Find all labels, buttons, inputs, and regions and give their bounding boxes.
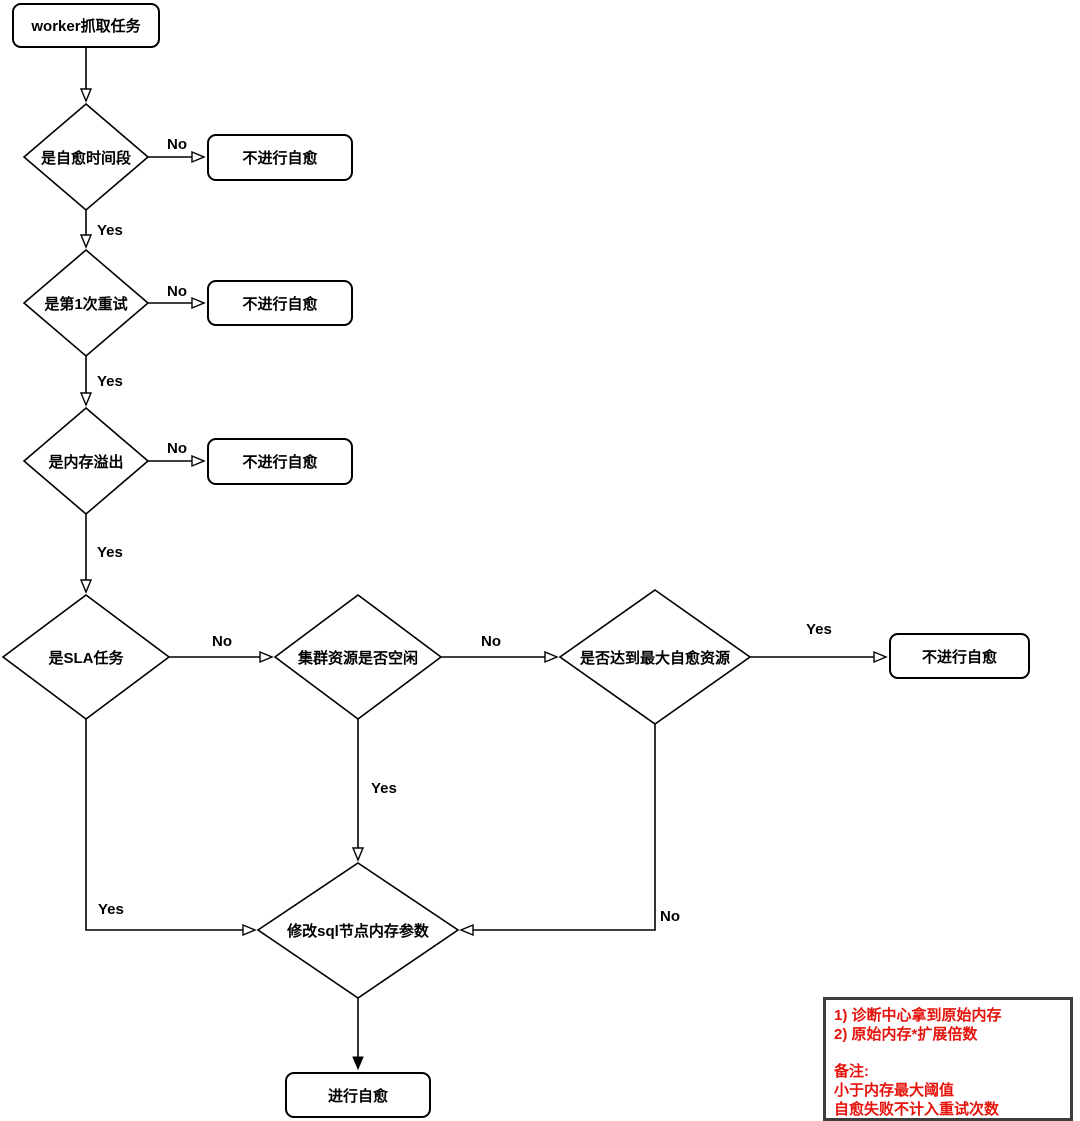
note-line-3: 备注: <box>834 1063 869 1080</box>
decision-shape-is-memory-overflow <box>22 406 150 516</box>
note-line-1: 1) 诊断中心拿到原始内存 <box>834 1007 1002 1024</box>
decision-shape-is-heal-window <box>22 102 150 212</box>
edge-label-no-5: No <box>481 633 501 650</box>
note-line-2: 2) 原始内存*扩展倍数 <box>834 1026 978 1043</box>
node-start: worker抓取任务 <box>12 3 160 48</box>
edge-label-no-4: No <box>212 633 232 650</box>
decision-shape-modify-sql-memory <box>256 862 460 999</box>
note-line-5: 自愈失败不计入重试次数 <box>834 1101 1000 1118</box>
edge-label-yes-6: Yes <box>98 901 124 918</box>
edge-label-yes-3: Yes <box>97 544 123 561</box>
decision-shape-is-first-retry <box>22 248 150 358</box>
note-line-4: 小于内存最大阈值 <box>834 1082 955 1099</box>
edge-sla-yes <box>85 719 254 930</box>
node-do-heal: 进行自愈 <box>285 1072 431 1118</box>
edge-label-yes-5: Yes <box>371 780 397 797</box>
node-no-heal-1: 不进行自愈 <box>207 134 353 181</box>
decision-shape-is-sla-task <box>1 594 171 720</box>
edge-label-no-6: No <box>660 908 680 925</box>
edge-label-yes-1: Yes <box>97 222 123 239</box>
edge-label-yes-4: Yes <box>806 621 832 638</box>
decision-shape-reached-max-heal-resource <box>558 589 752 725</box>
decision-shape-is-cluster-idle <box>273 594 443 720</box>
edge-label-no-2: No <box>167 283 187 300</box>
edge-label-no-3: No <box>167 440 187 457</box>
node-no-heal-2: 不进行自愈 <box>207 280 353 326</box>
edge-label-no-1: No <box>167 136 187 153</box>
edge-max-resource-no <box>462 724 656 930</box>
node-no-heal-3: 不进行自愈 <box>207 438 353 485</box>
note-box: 1) 诊断中心拿到原始内存 2) 原始内存*扩展倍数 备注: 小于内存最大阈值 … <box>823 997 1073 1121</box>
node-no-heal-4: 不进行自愈 <box>889 633 1030 679</box>
edge-label-yes-2: Yes <box>97 373 123 390</box>
